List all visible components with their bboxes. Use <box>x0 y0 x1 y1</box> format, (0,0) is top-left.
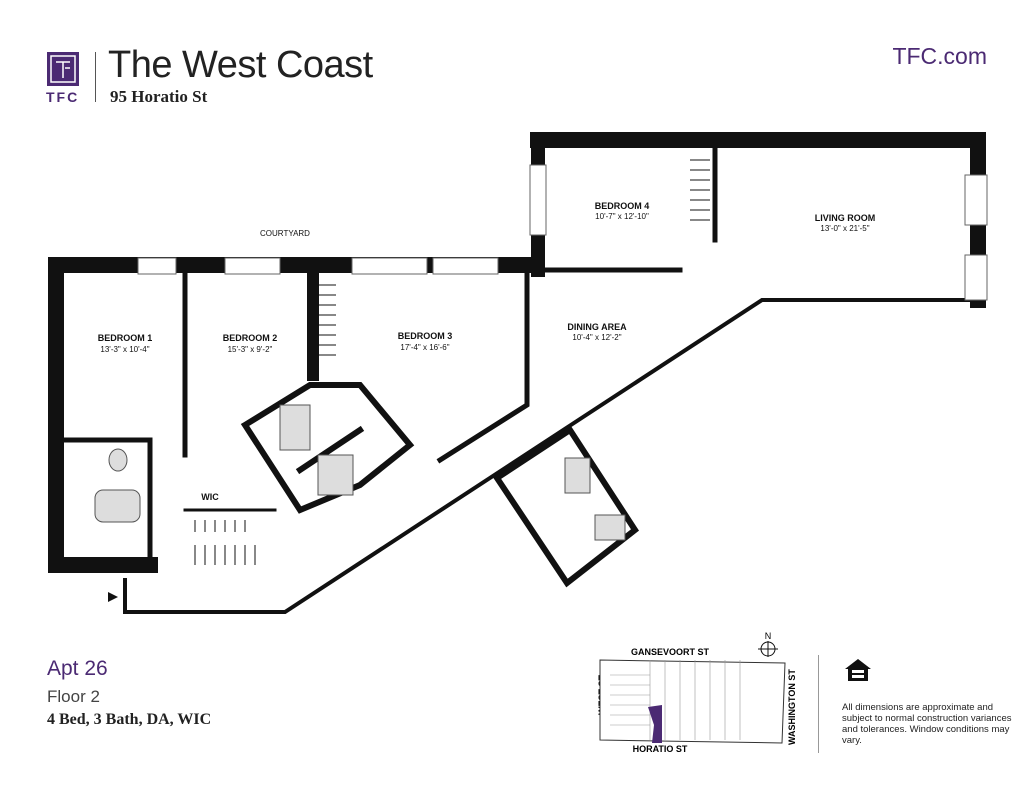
room-bedroom-4: BEDROOM 410'-7" x 12'-10" <box>595 201 650 221</box>
svg-text:10'-4" x 12'-2": 10'-4" x 12'-2" <box>572 333 621 342</box>
wic-label: WIC <box>201 492 219 502</box>
closet-shelving <box>194 159 710 565</box>
svg-text:BEDROOM 4: BEDROOM 4 <box>595 201 650 211</box>
map-streets-grid <box>610 660 741 740</box>
floor-plan: COURTYARD WIC BEDROOM 1 13'-3" x 10'-4" B… <box>48 132 988 614</box>
svg-text:13'-0" x 21'-5": 13'-0" x 21'-5" <box>820 224 869 233</box>
unit-summary: 4 Bed, 3 Bath, DA, WIC <box>47 711 212 728</box>
street-washington: WASHINGTON ST <box>787 669 797 745</box>
walls <box>48 132 986 614</box>
north-label: N <box>765 631 772 641</box>
tfc-logo <box>47 52 79 86</box>
svg-text:15'-3" x 9'-2": 15'-3" x 9'-2" <box>228 345 273 354</box>
svg-text:BEDROOM 3: BEDROOM 3 <box>398 331 453 341</box>
street-horatio: HORATIO ST <box>633 744 688 754</box>
svg-text:BEDROOM 1: BEDROOM 1 <box>98 333 153 343</box>
building-address: 95 Horatio St <box>110 87 208 106</box>
room-bedroom-1: BEDROOM 1 13'-3" x 10'-4" <box>98 333 153 354</box>
windows <box>137 164 988 301</box>
room-bedroom-2: BEDROOM 2 15'-3" x 9'-2" <box>223 333 278 354</box>
svg-text:LIVING ROOM: LIVING ROOM <box>815 213 876 223</box>
equal-housing-icon <box>845 659 871 681</box>
svg-text:17'-4" x 16'-6": 17'-4" x 16'-6" <box>400 343 449 352</box>
svg-text:10'-7" x 12'-10": 10'-7" x 12'-10" <box>595 212 649 221</box>
courtyard-label: COURTYARD <box>260 229 310 238</box>
map-outline <box>599 659 786 744</box>
svg-text:DINING AREA: DINING AREA <box>567 322 627 332</box>
floor-number: Floor 2 <box>47 687 100 706</box>
building-highlight <box>648 705 662 743</box>
website-link[interactable]: TFC.com <box>892 43 987 69</box>
header-divider <box>95 52 96 102</box>
disclaimer-text: All dimensions are approximate and subje… <box>842 702 1012 746</box>
entry-arrow-icon <box>108 592 118 602</box>
street-gansevoort: GANSEVOORT ST <box>631 647 710 657</box>
apartment-number: Apt 26 <box>47 657 108 680</box>
brand-text: TFC <box>46 89 80 105</box>
footer-divider <box>818 655 819 753</box>
location-map: GANSEVOORT ST HORATIO ST WEST ST WASHING… <box>597 631 797 754</box>
svg-text:13'-3" x 10'-4": 13'-3" x 10'-4" <box>100 345 149 354</box>
fixtures <box>94 404 626 541</box>
compass-icon <box>758 641 778 657</box>
room-bedroom-3: BEDROOM 3 17'-4" x 16'-6" <box>398 331 453 352</box>
building-title: The West Coast <box>108 44 373 86</box>
svg-text:BEDROOM 2: BEDROOM 2 <box>223 333 278 343</box>
